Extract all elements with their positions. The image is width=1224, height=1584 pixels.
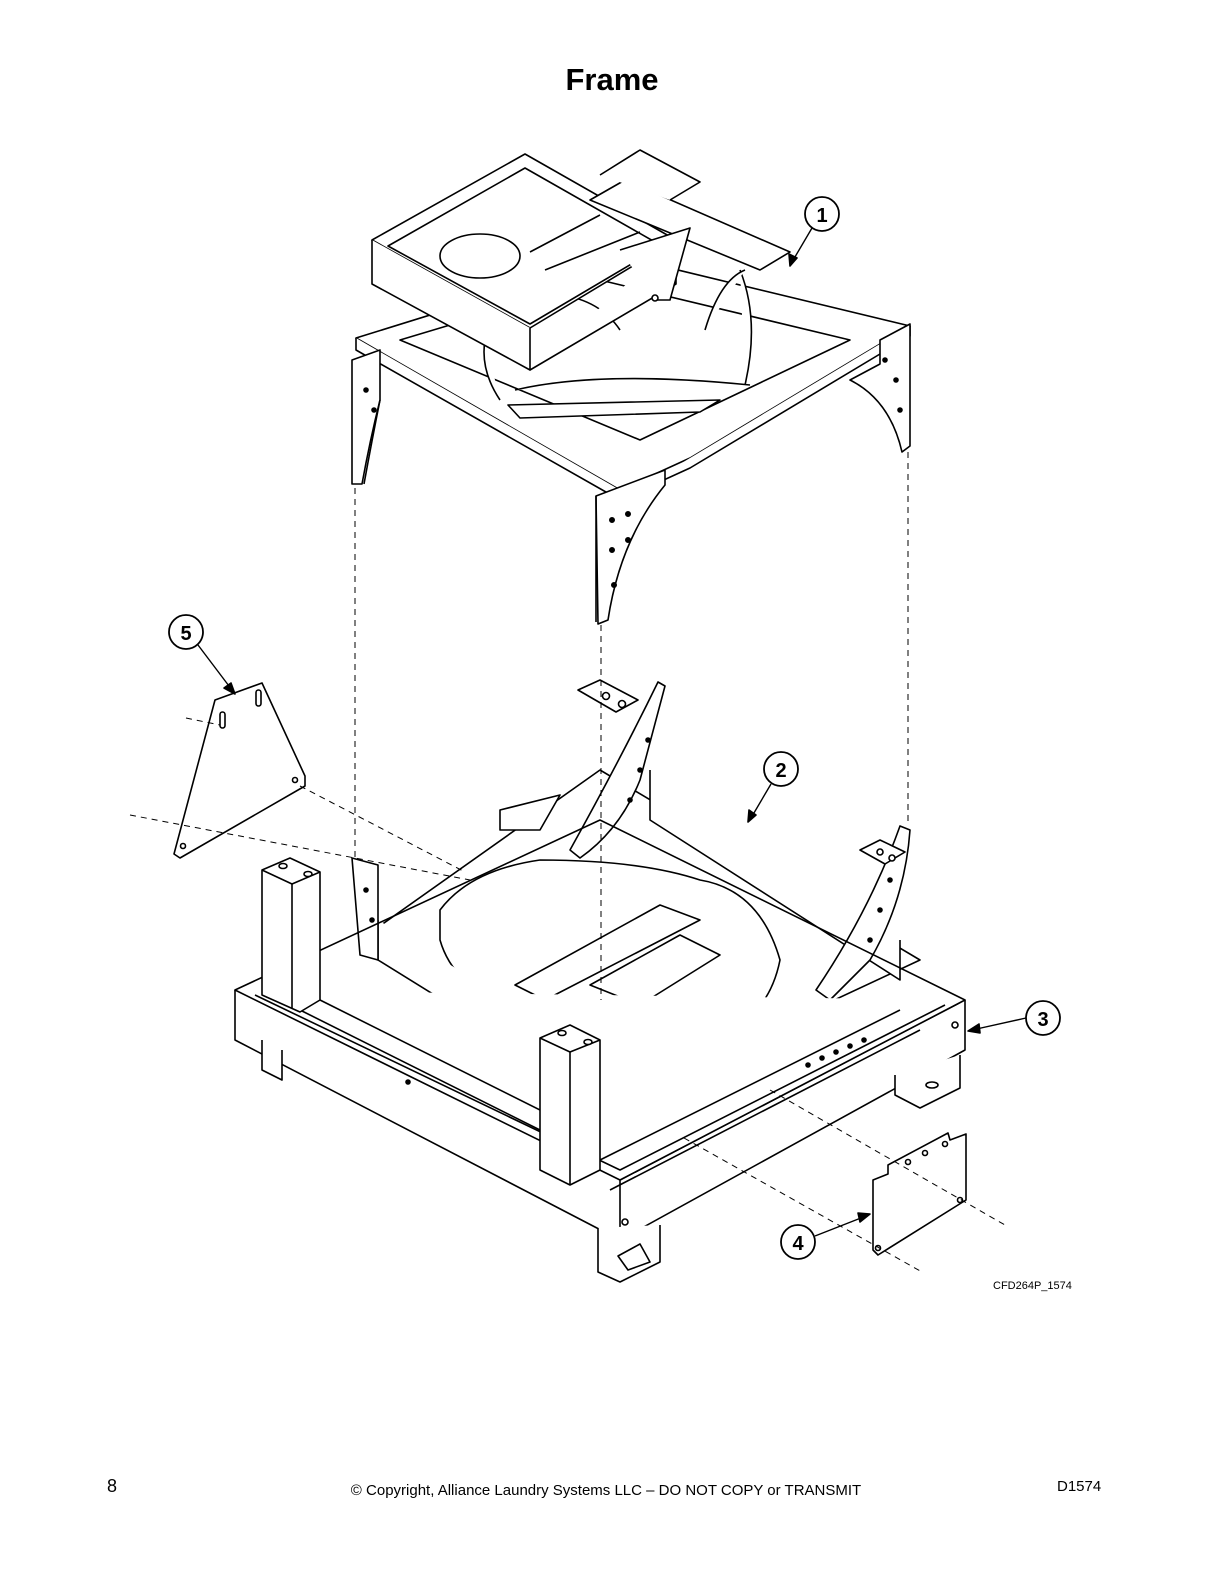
page-number: 8 [107,1476,118,1496]
callout-2: 2 [747,751,799,823]
callout-1: 1 [788,196,840,267]
upper-frame-part [351,149,911,625]
base-frame-part [234,819,966,1283]
svg-text:5: 5 [180,623,191,645]
callout-3: 3 [967,1000,1061,1036]
side-panel-part [173,682,306,859]
page-title: Frame [565,62,659,97]
svg-text:4: 4 [792,1233,804,1255]
svg-text:1: 1 [816,205,827,227]
callout-4: 4 [780,1212,871,1260]
document-id: D1574 [1057,1478,1102,1495]
svg-text:3: 3 [1037,1009,1048,1031]
drawing-code: CFD264P_1574 [993,1280,1072,1292]
callout-5: 5 [168,614,236,695]
rear-panel-part [872,1132,967,1256]
copyright-notice: © Copyright, Alliance Laundry Systems LL… [350,1482,862,1499]
alignment-lines [129,452,1006,1273]
svg-text:2: 2 [775,760,786,782]
